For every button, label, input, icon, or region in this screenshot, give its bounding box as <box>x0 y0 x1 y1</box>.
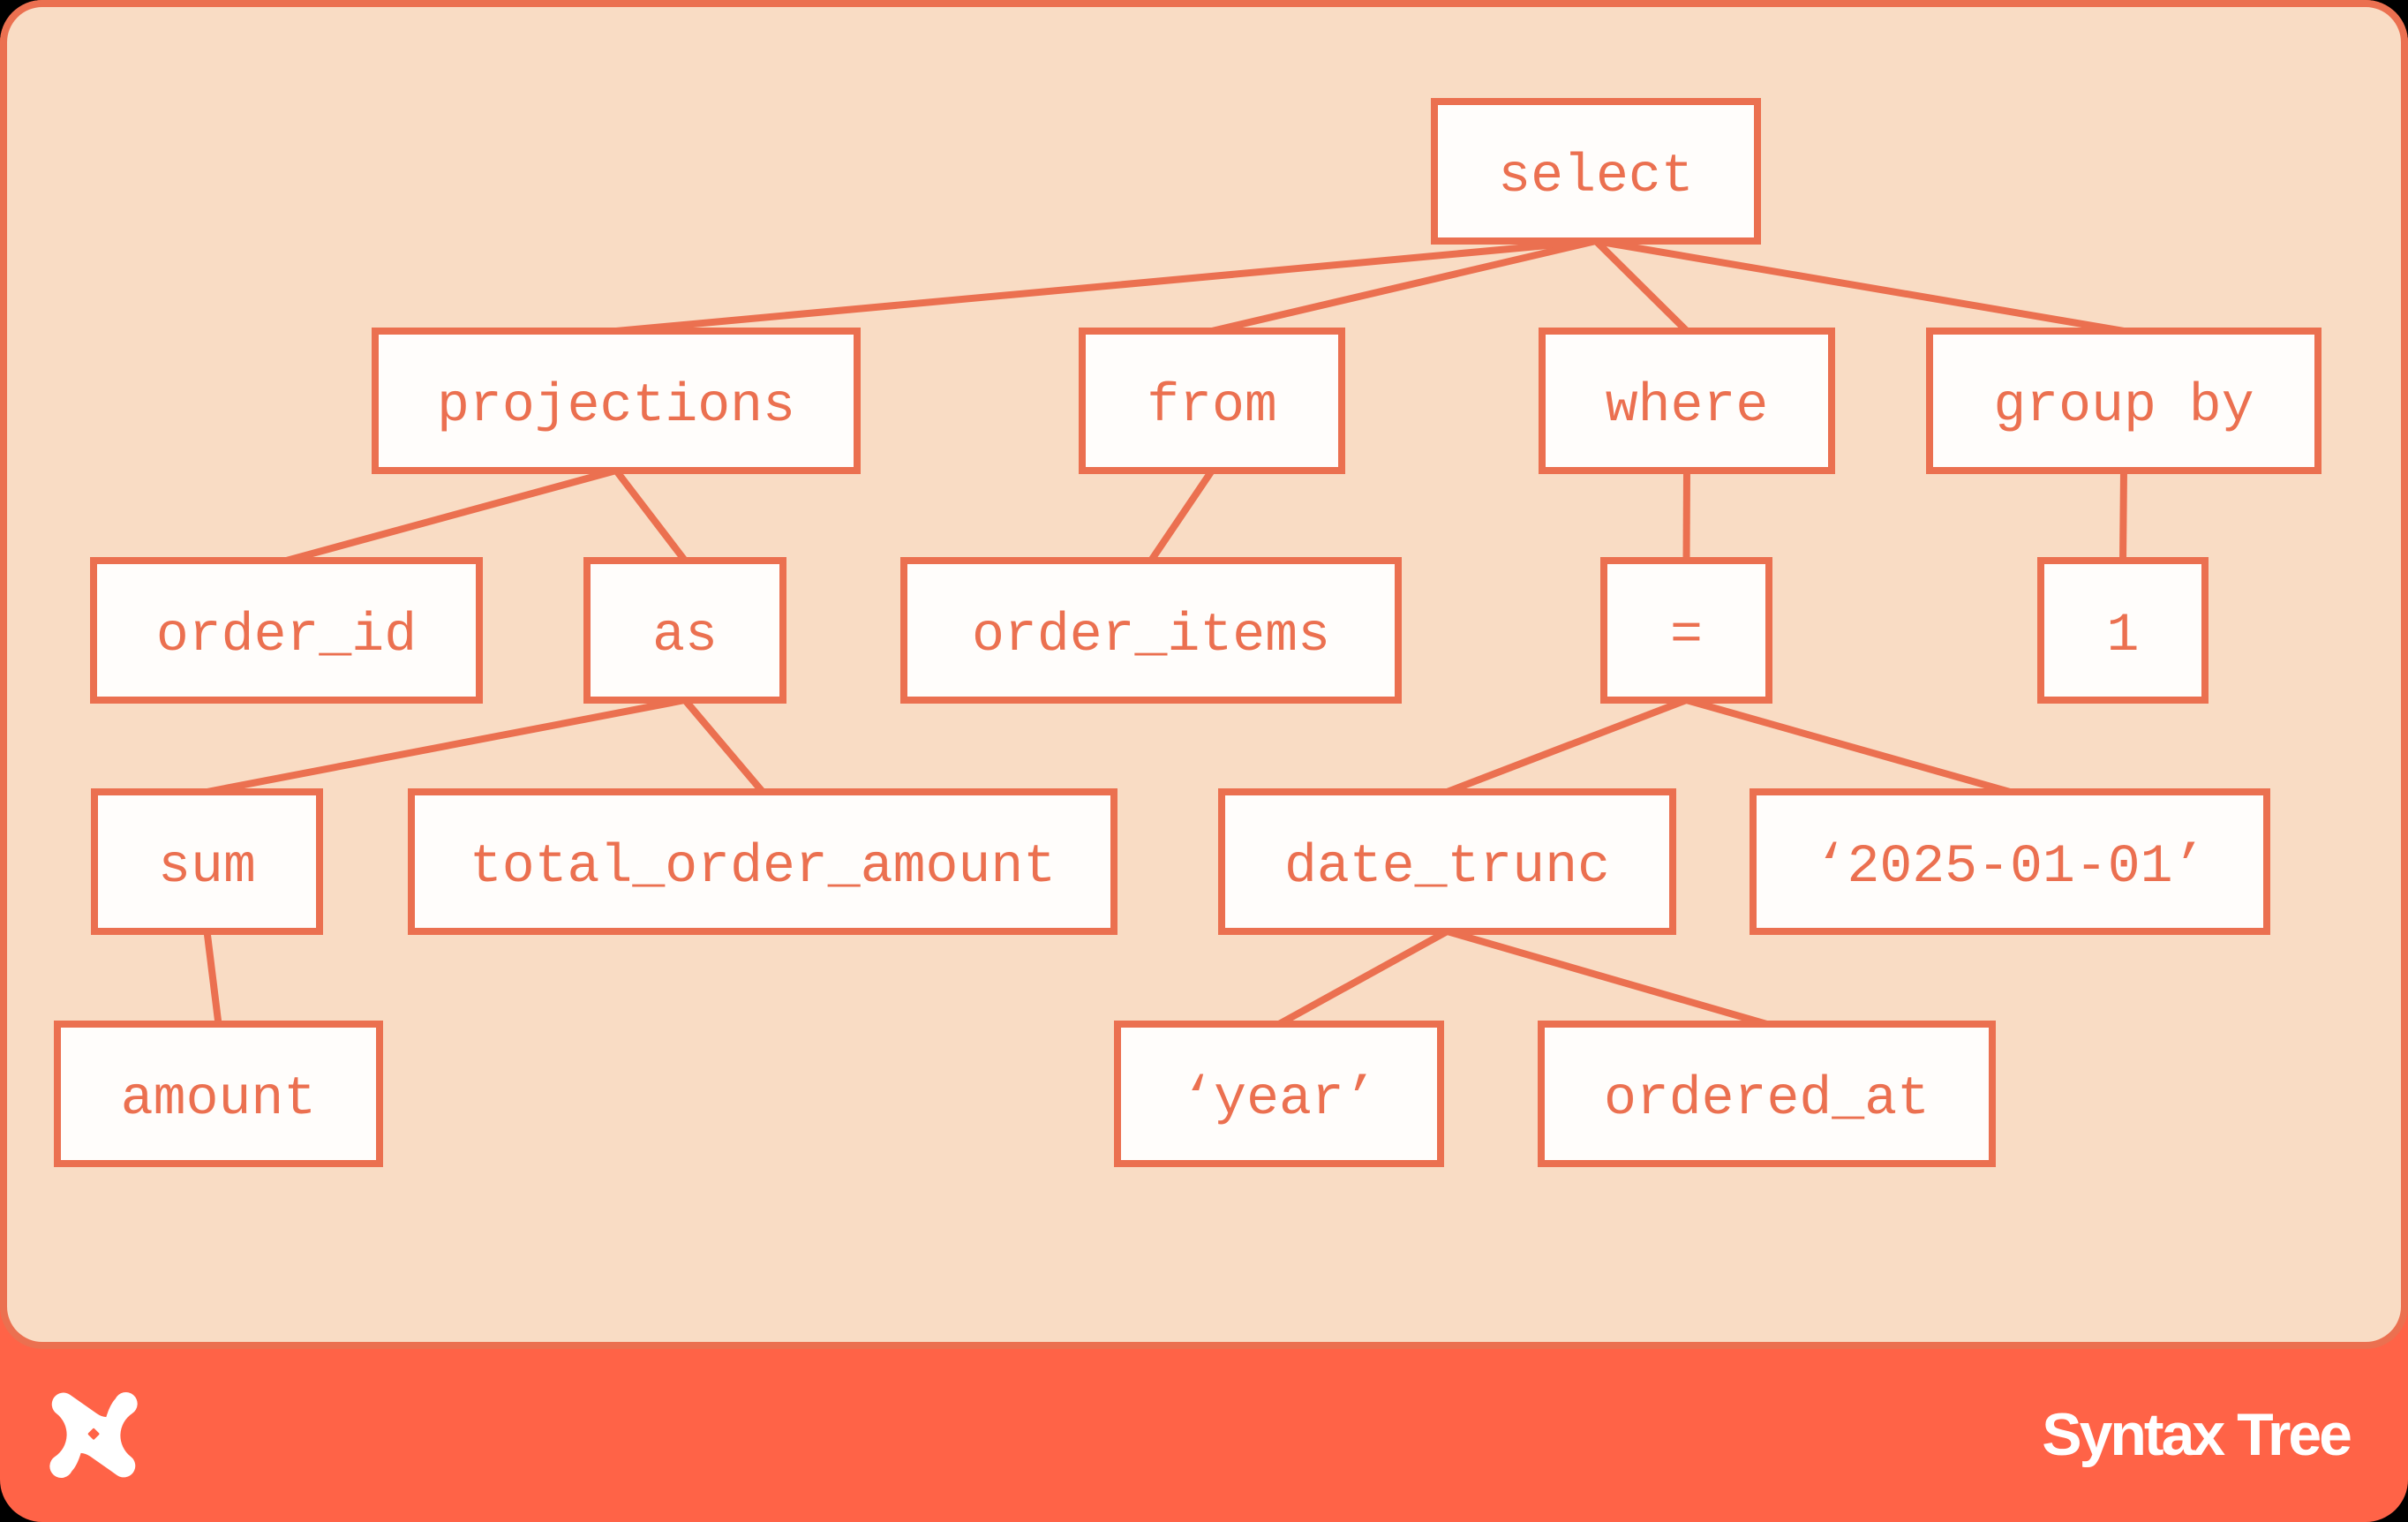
svg-text:amount: amount <box>121 1069 316 1130</box>
svg-text:1: 1 <box>2107 606 2140 667</box>
svg-text:order_items: order_items <box>972 606 1330 667</box>
svg-text:Syntax Tree: Syntax Tree <box>2042 1401 2351 1468</box>
svg-text:group by: group by <box>1993 376 2254 437</box>
svg-text:‘year’: ‘year’ <box>1181 1069 1376 1130</box>
svg-text:sum: sum <box>158 837 256 898</box>
svg-text:order_id: order_id <box>156 606 417 667</box>
svg-text:projections: projections <box>437 376 795 437</box>
svg-text:from: from <box>1147 376 1277 437</box>
svg-text:total_order_amount: total_order_amount <box>470 837 1056 898</box>
svg-text:date_trunc: date_trunc <box>1284 837 1610 898</box>
svg-text:ordered_at: ordered_at <box>1604 1069 1930 1130</box>
svg-text:where: where <box>1606 376 1769 437</box>
svg-text:‘2025-01-01’: ‘2025-01-01’ <box>1815 837 2206 898</box>
svg-text:as: as <box>652 606 718 667</box>
svg-text:=: = <box>1670 606 1703 667</box>
svg-text:select: select <box>1498 147 1693 207</box>
